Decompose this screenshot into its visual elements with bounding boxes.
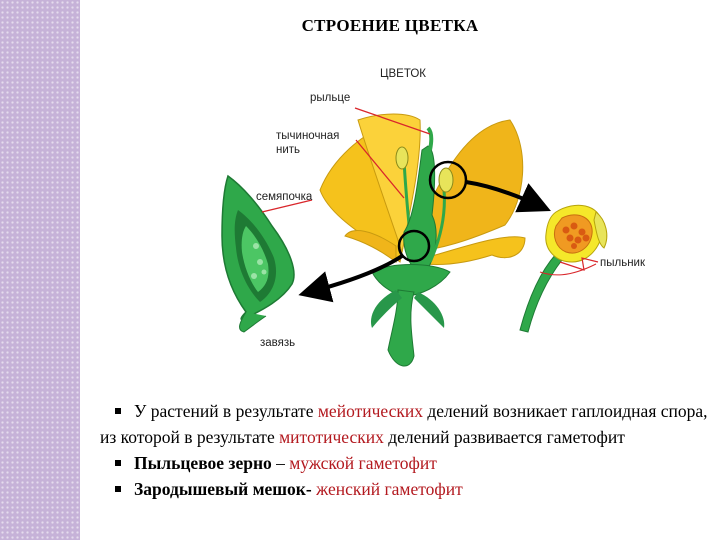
bullet-marker [115,485,121,492]
label-flower: ЦВЕТОК [380,68,426,80]
bullet-list: У растений в результате мейотических дел… [100,398,712,502]
label-ovule: семяпочка [256,191,313,203]
label-filament-line1: тычиночная [276,130,340,142]
bullet-marker [115,407,121,414]
label-ovary: завязь [260,337,296,349]
bullet-marker [115,459,121,466]
slide-title: СТРОЕНИЕ ЦВЕТКА [301,16,479,35]
label-anther: пыльник [600,257,646,269]
anther-detail [519,204,608,333]
bullet-2: Пыльцевое зерно – мужской гаметофит [112,450,712,476]
flower-diagram [221,107,608,367]
bullet-1: У растений в результате мейотических дел… [112,398,712,424]
decorative-side-strip [0,0,80,540]
label-filament-line2: нить [276,144,301,156]
arrow-to-anther [465,180,551,213]
bullet-1-continuation: из которой в результате митотических дел… [100,427,625,447]
ovary-detail [221,174,295,333]
bullet-3: Зародышевый мешок- женский гаметофит [112,476,712,502]
pointer-lines [261,107,599,276]
flower-main [319,113,526,367]
arrow-to-ovary [298,254,404,303]
label-stigma: рыльце [310,92,351,104]
